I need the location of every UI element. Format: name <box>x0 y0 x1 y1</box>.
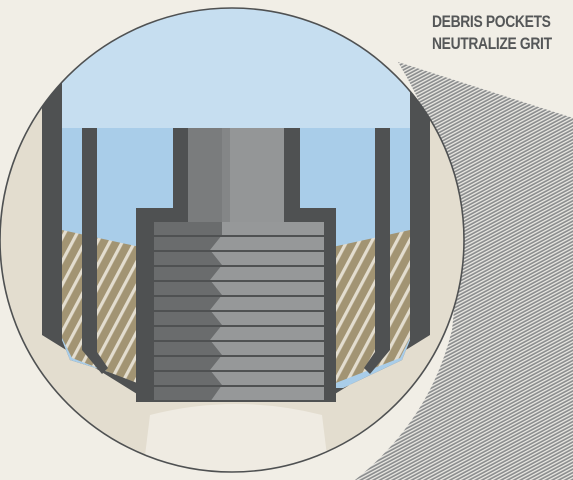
inner-wall-left <box>82 128 108 374</box>
magnified-lens <box>0 8 464 472</box>
water-surface <box>62 8 410 128</box>
callout-caption: DEBRIS POCKETS NEUTRALIZE GRIT <box>432 11 552 55</box>
threaded-body <box>154 222 324 402</box>
caption-line-1: DEBRIS POCKETS <box>432 13 551 31</box>
bore-edge <box>222 128 230 223</box>
magnifier-cone <box>355 62 573 480</box>
inner-wall-right <box>364 128 390 374</box>
caption-line-2: NEUTRALIZE GRIT <box>432 35 552 53</box>
inner-bore-highlight <box>222 128 284 223</box>
lens-rim <box>0 7 465 473</box>
base-cap <box>142 404 330 472</box>
